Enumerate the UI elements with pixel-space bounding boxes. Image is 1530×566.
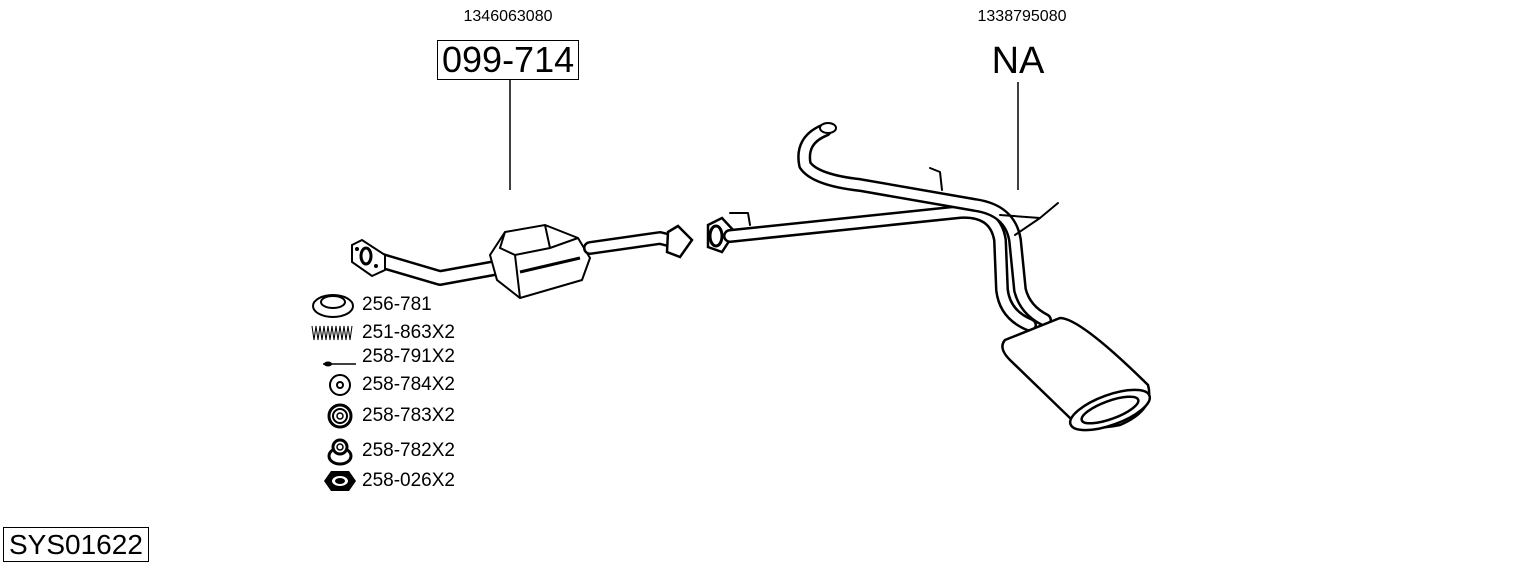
accessory-label: 258-026X2: [362, 470, 455, 491]
rubber-ring-icon: [329, 374, 351, 396]
front-pipe: [364, 250, 503, 286]
rear-pipes: [723, 122, 1059, 332]
spring-icon: [311, 325, 353, 341]
accessory-item: 258-791X2: [306, 344, 506, 370]
accessory-label: 258-791X2: [362, 346, 455, 367]
mid-flange: [665, 216, 737, 259]
rubber-hanger-icon: [327, 438, 353, 466]
accessory-item: 251-863X2: [306, 320, 506, 346]
part-number-catalyst[interactable]: 099-714: [437, 40, 580, 80]
gasket-ring-icon: [312, 294, 354, 318]
accessory-label: 258-784X2: [362, 374, 455, 395]
accessory-item: 258-783X2: [306, 403, 506, 429]
rear-silencer: [1001, 316, 1152, 432]
bolt-icon: [323, 361, 356, 367]
catalytic-converter: [488, 223, 592, 300]
oem-number-silencer: 1338795080: [977, 8, 1067, 25]
accessory-label: 258-783X2: [362, 405, 455, 426]
oem-number-catalyst: 1346063080: [463, 8, 553, 25]
system-code: SYS01622: [3, 527, 149, 562]
accessory-label: 256-781: [362, 294, 432, 315]
accessory-item: 258-782X2: [306, 438, 506, 466]
accessory-label: 258-782X2: [362, 440, 455, 461]
accessory-item: 258-784X2: [306, 372, 506, 398]
nut-icon: [324, 471, 356, 491]
rubber-mount-icon: [327, 403, 353, 429]
accessory-item: 258-026X2: [306, 468, 506, 494]
part-number-silencer: NA: [991, 40, 1045, 82]
front-flange: [351, 238, 386, 278]
accessory-item: 256-781: [306, 292, 506, 318]
accessory-label: 251-863X2: [362, 322, 455, 343]
